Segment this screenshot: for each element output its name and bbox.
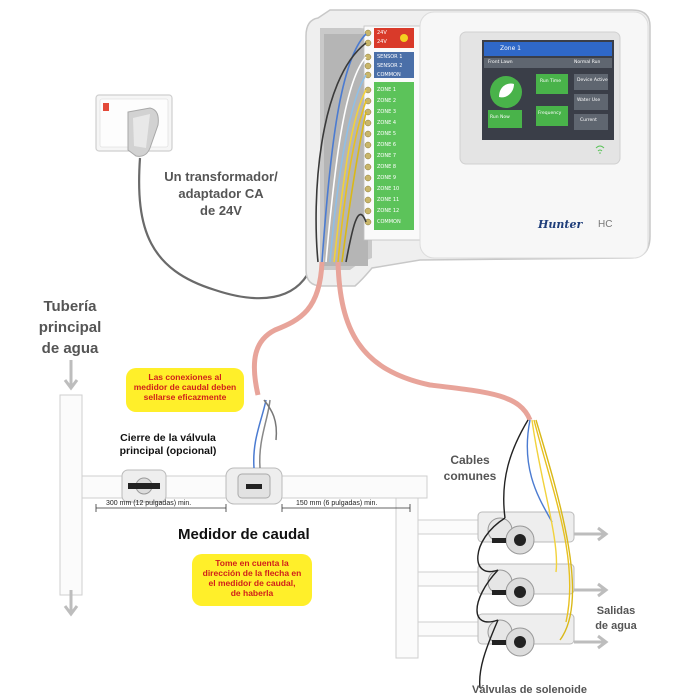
terminal-zone-5: ZONE 5 [377,131,397,137]
dimension-lines [95,504,411,512]
terminal-screws [364,29,372,226]
screen-btn-current: Current [580,118,597,123]
controller-wires [315,33,367,263]
terminal-common-sensor: COMMON [377,72,401,78]
adapter-cable [138,157,320,300]
controller-faceplate [419,11,649,259]
terminal-zone-3: ZONE 3 [377,109,397,115]
water-outlets-line-1: Salidas [596,605,636,617]
solenoid-valve-1 [477,511,575,555]
arrow-direction-callout: Tome en cuenta la dirección de la flecha… [192,554,312,606]
terminal-zone-1: ZONE 1 [377,87,397,93]
main-pipe-line-2: principal [38,319,102,336]
seal-callout-line-1: Las conexiones al [148,372,222,382]
conduit-to-meter [251,261,325,396]
solenoid-valve-3 [477,613,575,657]
main-pipe-line-3: de agua [41,340,99,357]
solenoid-valves-label: Válvulas de solenoide [472,684,587,696]
screen-btn-frequency: Frequency [538,111,562,116]
terminal-24v-1: 24V [377,30,387,36]
model-label: HC [598,219,613,230]
screen-btn-run-time: Run Time [540,79,562,84]
water-outlets-label: Salidas de agua [586,604,646,634]
main-valve-line-1: Cierre de la válvula [120,432,216,444]
transformer-label: Un transformador/ adaptador CA de 24V [156,168,286,219]
terminal-zone-7: ZONE 7 [377,153,397,159]
arrow-callout-line-2: dirección de la flecha en [202,568,302,578]
main-valve-line-2: principal (opcional) [119,445,217,457]
conduit-to-valves [335,261,533,422]
solenoid-valve-2 [477,563,575,607]
flow-meter-label: Medidor de caudal [178,526,310,543]
common-wires-line-2: comunes [443,469,497,483]
arrow-callout-line-3: el medidor de caudal, [208,578,296,588]
screen-btn-run-now: Run Now [490,115,510,120]
terminal-zone-12: ZONE 12 [377,208,400,214]
power-adapter [127,107,159,157]
screen-btn-device: Device Active [577,78,608,83]
common-wires-line-1: Cables [450,453,490,467]
screen-tab-left: Front Lawn [488,60,513,65]
screen-btn-water-use: Water Use [577,98,601,103]
seal-callout: Las conexiones al medidor de caudal debe… [126,368,244,412]
terminal-block [363,25,421,241]
terminal-zone-11: ZONE 11 [377,197,400,203]
outlet-arrows [574,526,609,650]
dimension-300: 300 mm (12 pulgadas) min. [106,500,192,507]
terminal-zone-10: ZONE 10 [377,186,400,192]
terminal-sensor-2: SENSOR 2 [377,63,403,69]
main-valve-label: Cierre de la válvula principal (opcional… [98,432,238,458]
arrow-callout-line-4: de haberla [230,588,274,598]
valve-wires [476,419,574,689]
seal-callout-line-3: sellarse eficazmente [143,392,227,402]
water-outlets-line-2: de agua [595,620,637,632]
brand-logo: Hunter [538,218,583,231]
seal-callout-line-2: medidor de caudal deben [133,382,237,392]
terminal-sensor-1: SENSOR 1 [377,54,403,60]
terminal-zone-8: ZONE 8 [377,164,397,170]
terminal-zone-4: ZONE 4 [377,120,397,126]
common-wires-label: Cables comunes [440,452,500,484]
main-pipe-label: Tubería principal de agua [20,296,120,359]
terminal-zone-9: ZONE 9 [377,175,397,181]
terminal-zone-2: ZONE 2 [377,98,397,104]
transformer-line-1: Un transformador/ [164,169,278,184]
terminal-zone-6: ZONE 6 [377,142,397,148]
transformer-line-2: adaptador CA [178,186,264,201]
screen-tab-right: Normal Run [574,60,601,65]
dimension-150: 150 mm (6 pulgadas) min. [296,500,378,507]
transformer-line-3: de 24V [200,203,242,218]
main-shutoff-valve [121,469,167,503]
main-pipe-line-1: Tubería [43,298,97,315]
arrow-callout-line-1: Tome en cuenta la [215,558,289,568]
terminal-zone-13: COMMON [377,219,401,225]
flow-meter [225,399,283,505]
screen-header: Zone 1 [500,45,521,52]
terminal-24v-2: 24V [377,39,387,45]
